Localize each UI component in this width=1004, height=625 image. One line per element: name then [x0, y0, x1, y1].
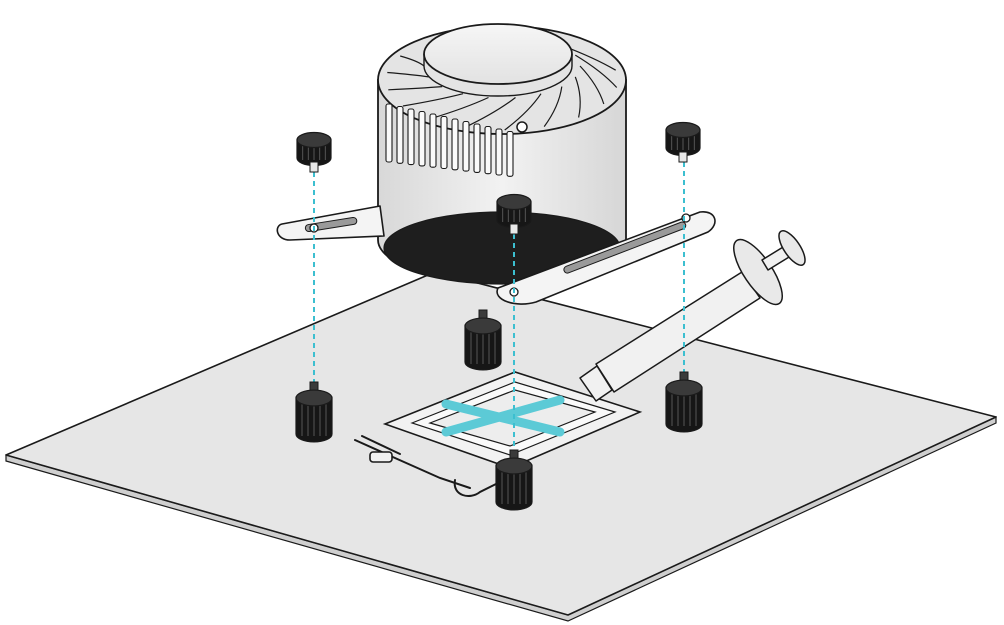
socket-latch	[453, 479, 501, 497]
syringe-plunger-cap	[778, 230, 806, 266]
fan-blade	[574, 76, 581, 118]
thumbscrew-top	[296, 131, 332, 149]
pump-vent-slot	[473, 123, 481, 173]
thumbscrew-top	[665, 121, 701, 139]
pump-vent-slot	[451, 118, 459, 171]
standoff-top	[295, 389, 333, 407]
pump-vent-slot	[396, 105, 404, 164]
pump-cap-side	[423, 54, 573, 97]
pump-vent-slot	[385, 103, 393, 163]
standoff-top	[495, 457, 533, 475]
aio-pump-head	[276, 23, 716, 305]
thumbscrew-top	[496, 193, 532, 211]
standoff	[464, 317, 502, 371]
thumbscrew-shank	[509, 223, 519, 235]
standoff	[665, 379, 703, 433]
fan-blade	[574, 54, 618, 88]
pump-vent-slot	[462, 120, 470, 172]
thumbscrew	[496, 193, 532, 229]
standoff-top	[464, 317, 502, 335]
pump-vent-slot	[407, 108, 415, 166]
pump-vent-slot	[484, 125, 492, 175]
fan-blade	[400, 55, 425, 67]
pump-vent-slot	[418, 110, 426, 167]
thumbscrews	[296, 121, 701, 235]
fan-blade	[543, 86, 563, 127]
pump-vent-slot	[429, 113, 437, 168]
bracket-slot-right	[563, 221, 687, 274]
pump-vent-slot	[440, 115, 448, 170]
standoff	[295, 389, 333, 443]
standoff-top	[665, 379, 703, 397]
standoff	[495, 457, 533, 511]
thermal-paste-syringe	[579, 230, 806, 402]
alignment-guides	[313, 162, 685, 452]
thumbscrew	[665, 121, 701, 157]
pump-vents	[385, 103, 514, 177]
pump-vent-slot	[506, 130, 514, 177]
pump-screw	[516, 121, 528, 133]
pump-cap	[423, 23, 573, 85]
socket-hinge	[369, 451, 393, 463]
fan-blade	[504, 93, 542, 131]
pump-vent-slot	[495, 128, 503, 176]
thumbscrew-shank	[309, 161, 319, 173]
fan-blade	[387, 71, 429, 78]
standoffs	[295, 309, 703, 511]
thermal-paste-x	[441, 395, 565, 437]
fan-blade	[464, 97, 516, 128]
fan-blade	[402, 93, 464, 107]
thumbscrew-shank	[678, 151, 688, 163]
thumbscrew	[296, 131, 332, 167]
fan-blade	[388, 86, 443, 91]
fan-blade	[579, 65, 605, 105]
syringe-nozzle	[579, 365, 613, 402]
